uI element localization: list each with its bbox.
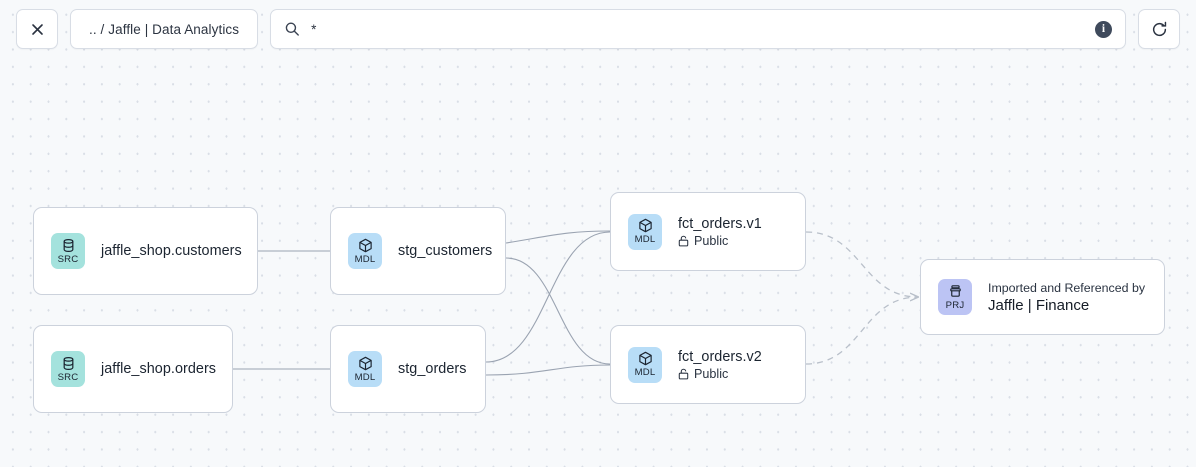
node-title: jaffle_shop.customers — [101, 243, 242, 259]
node-badge-label: MDL — [354, 253, 376, 265]
node-badge-prj: PRJ — [938, 279, 972, 315]
breadcrumb[interactable]: .. / Jaffle | Data Analytics — [70, 9, 259, 49]
graph-node-source-customers[interactable]: SRC jaffle_shop.customers — [33, 207, 258, 295]
node-badge-label: MDL — [354, 371, 376, 383]
node-title: fct_orders.v2 — [678, 348, 762, 365]
cube-icon — [358, 238, 372, 252]
node-badge-label: MDL — [634, 367, 656, 378]
cube-icon — [358, 356, 372, 370]
node-badge-mdl: MDL — [348, 233, 382, 269]
node-badge-mdl: MDL — [348, 351, 382, 387]
edge-stgcustomers-to-v1 — [505, 230, 611, 244]
unlock-icon — [678, 235, 689, 246]
search-field[interactable]: i — [270, 9, 1126, 49]
node-kicker: Imported and Referenced by — [988, 280, 1146, 295]
node-title: Jaffle | Finance — [988, 296, 1090, 314]
database-icon — [63, 238, 73, 252]
top-toolbar: .. / Jaffle | Data Analytics i — [0, 0, 1196, 58]
node-body: stg_orders — [398, 361, 467, 377]
node-body: fct_orders.v2 Public — [678, 349, 762, 381]
refresh-icon — [1152, 21, 1166, 36]
node-body: Imported and Referenced by Jaffle | Fina… — [988, 281, 1145, 314]
close-icon — [31, 23, 43, 35]
info-icon[interactable]: i — [1095, 20, 1112, 38]
node-badge-mdl: MDL — [628, 346, 662, 383]
node-body: fct_orders.v1 Public — [678, 216, 762, 248]
cube-icon — [638, 218, 652, 233]
graph-node-source-orders[interactable]: SRC jaffle_shop.orders — [33, 325, 233, 413]
node-access-label: Public — [694, 366, 729, 381]
edge-stgorders-to-v1 — [485, 231, 611, 363]
node-body: jaffle_shop.customers — [101, 243, 242, 259]
node-badge-label: MDL — [634, 234, 656, 245]
edge-stgcustomers-to-v2 — [505, 257, 611, 365]
graph-node-model-stg-customers[interactable]: MDL stg_customers — [330, 207, 506, 295]
graph-node-project-jaffle-finance[interactable]: PRJ Imported and Referenced by Jaffle | … — [920, 259, 1165, 335]
node-title: jaffle_shop.orders — [101, 361, 217, 377]
search-icon — [285, 22, 300, 36]
node-title: stg_orders — [398, 361, 467, 377]
node-access-row: Public — [678, 234, 762, 248]
graph-node-model-fct-orders-v2[interactable]: MDL fct_orders.v2 Public — [610, 325, 806, 404]
node-access-label: Public — [694, 233, 729, 248]
node-title: stg_customers — [398, 243, 493, 259]
node-body: jaffle_shop.orders — [101, 361, 216, 377]
node-badge-label: SRC — [57, 253, 79, 265]
search-input[interactable] — [311, 10, 1084, 48]
node-badge-mdl: MDL — [628, 213, 662, 250]
archive-box-icon — [949, 284, 961, 297]
node-badge-label: PRJ — [945, 299, 965, 311]
node-access-row: Public — [678, 367, 762, 381]
node-title: fct_orders.v1 — [678, 215, 762, 232]
graph-node-model-fct-orders-v1[interactable]: MDL fct_orders.v1 Public — [610, 192, 806, 271]
edge-v1-to-project — [805, 231, 918, 297]
cube-icon — [638, 351, 652, 366]
refresh-button[interactable] — [1138, 9, 1180, 49]
node-badge-label: SRC — [57, 371, 79, 383]
node-badge-src: SRC — [51, 351, 85, 387]
unlock-icon — [678, 368, 689, 379]
edge-v2-to-project — [805, 297, 918, 365]
database-icon — [63, 356, 73, 370]
node-body: stg_customers — [398, 243, 492, 259]
graph-node-model-stg-orders[interactable]: MDL stg_orders — [330, 325, 486, 413]
close-button[interactable] — [16, 9, 58, 49]
edge-stgorders-to-v2 — [485, 364, 611, 376]
node-badge-src: SRC — [51, 233, 85, 269]
